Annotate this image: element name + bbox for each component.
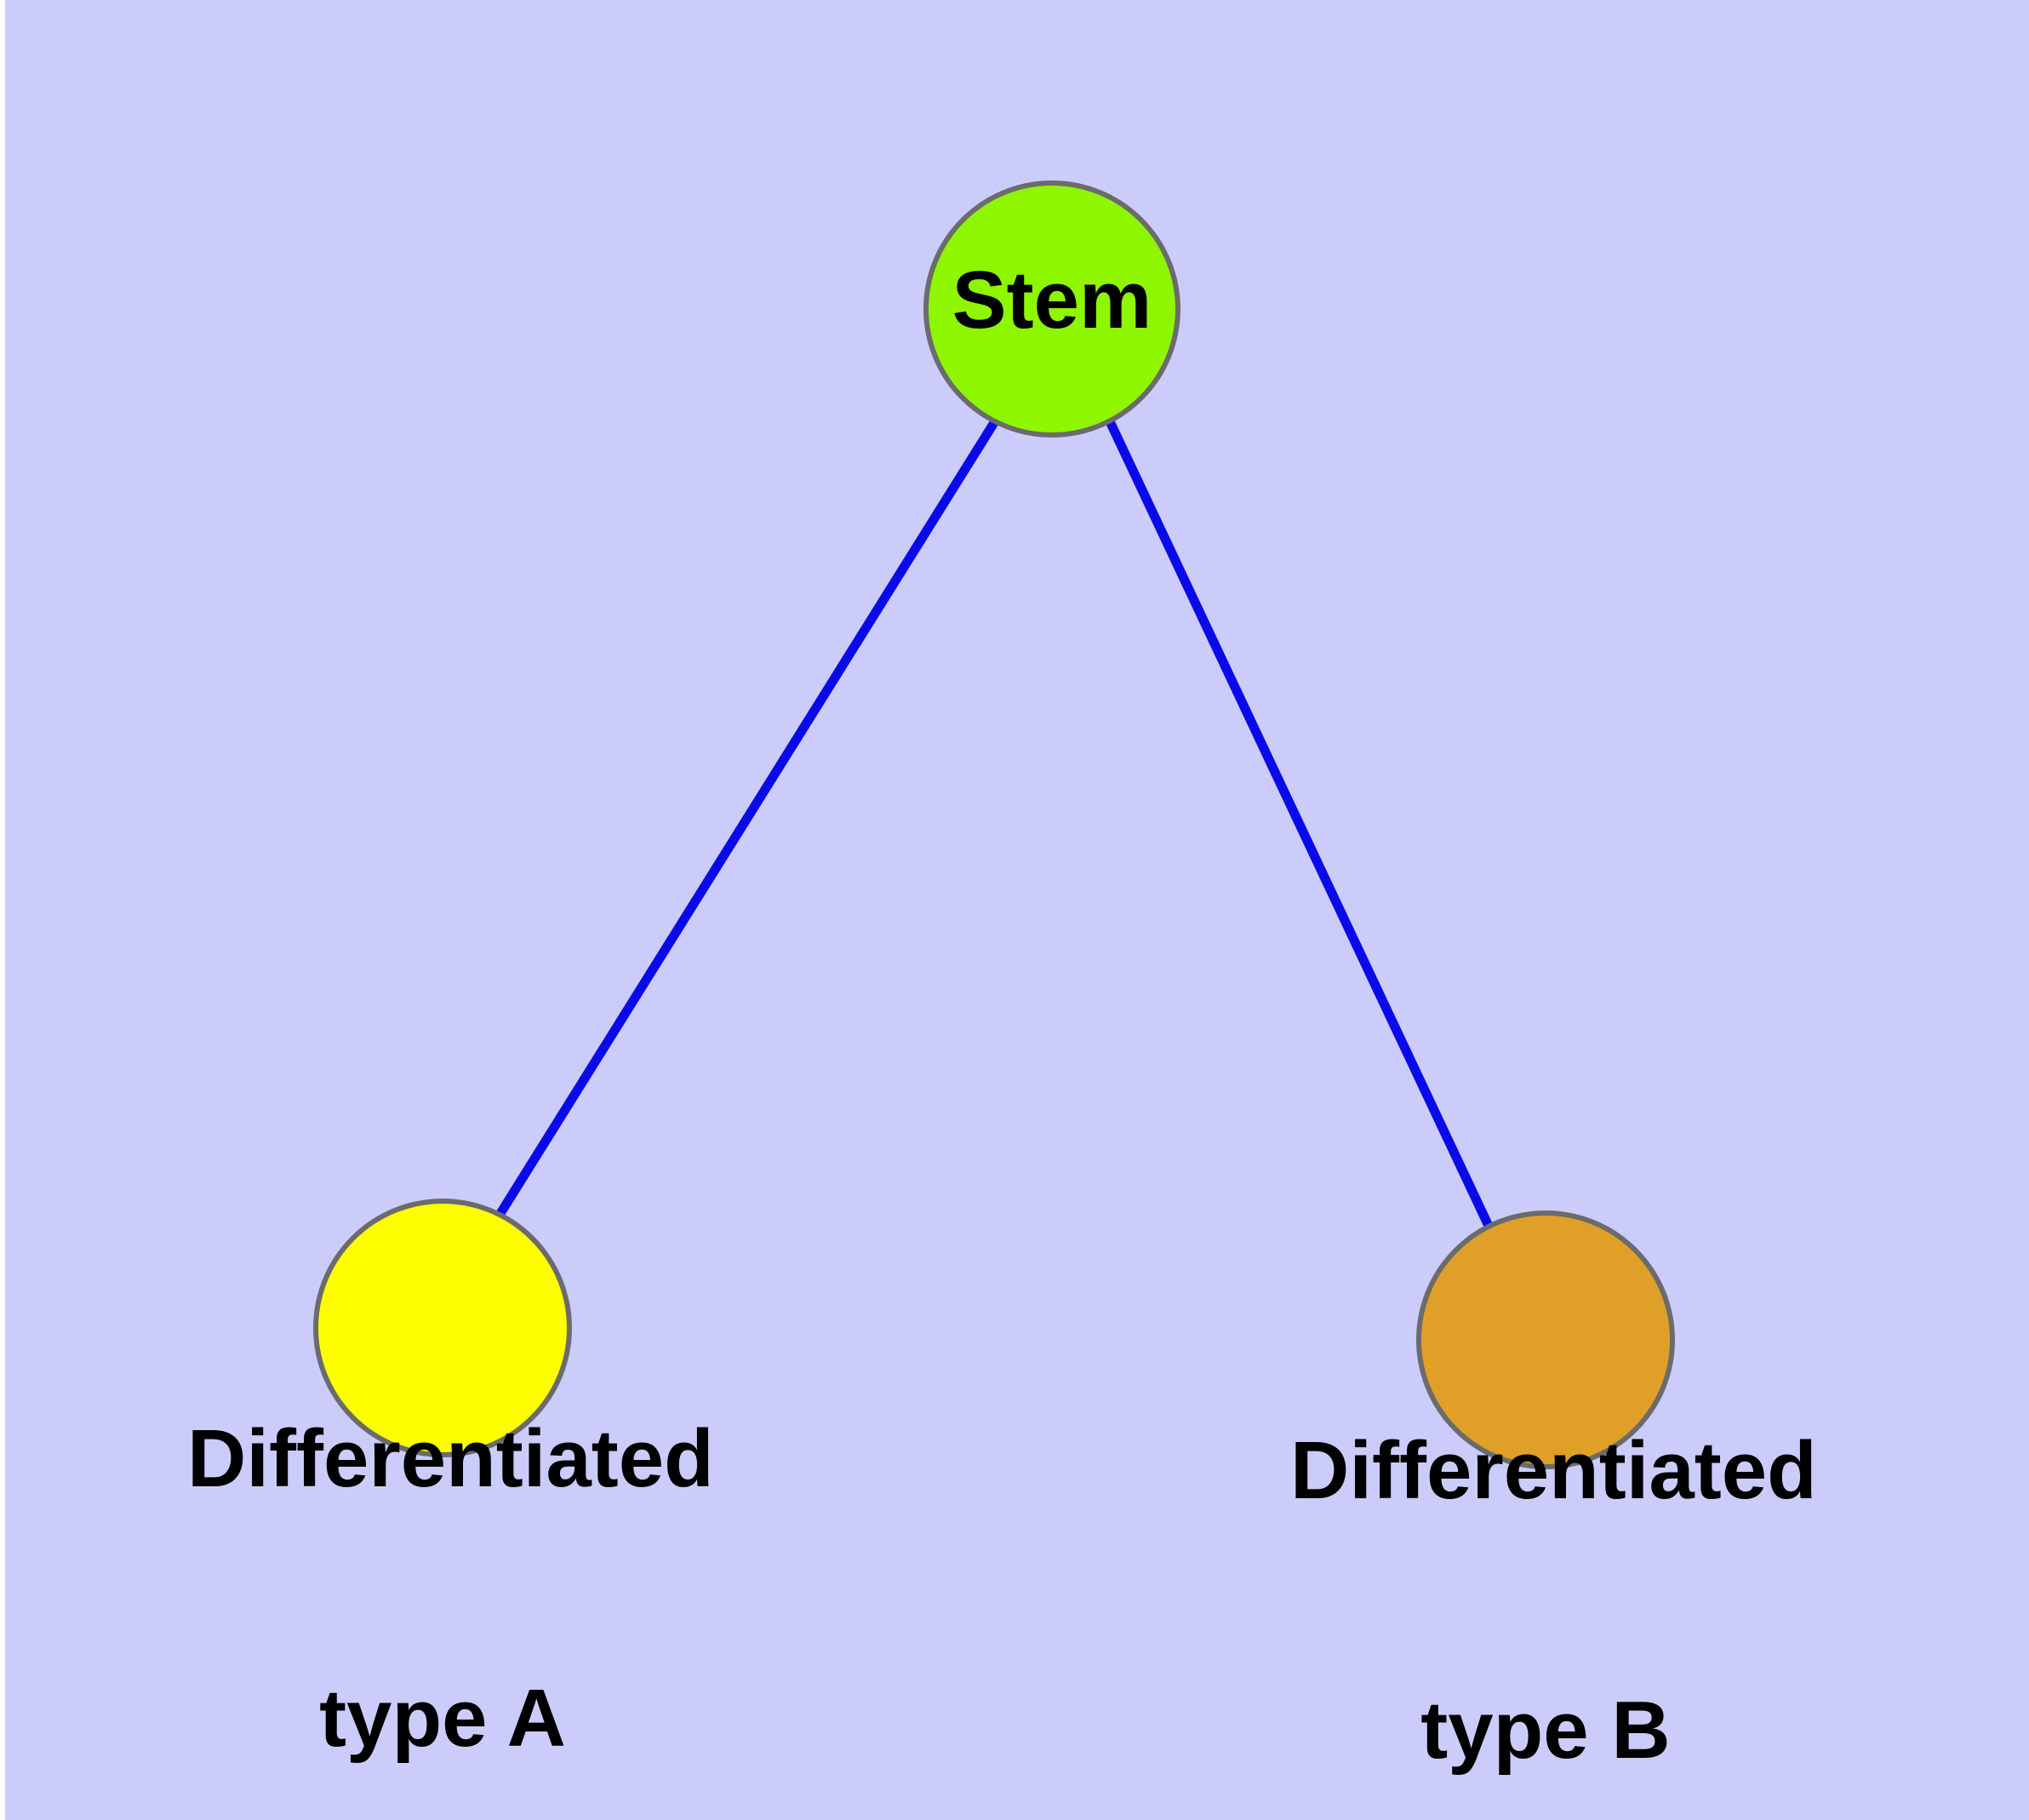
node-stem[interactable] <box>923 180 1180 438</box>
node-differentiated-type-b[interactable] <box>1416 1210 1675 1469</box>
edge-stem-to-differentiated-type-b <box>1106 419 1493 1228</box>
edge-stem-to-differentiated-type-a <box>495 419 999 1217</box>
node-differentiated-type-a[interactable] <box>313 1199 572 1457</box>
